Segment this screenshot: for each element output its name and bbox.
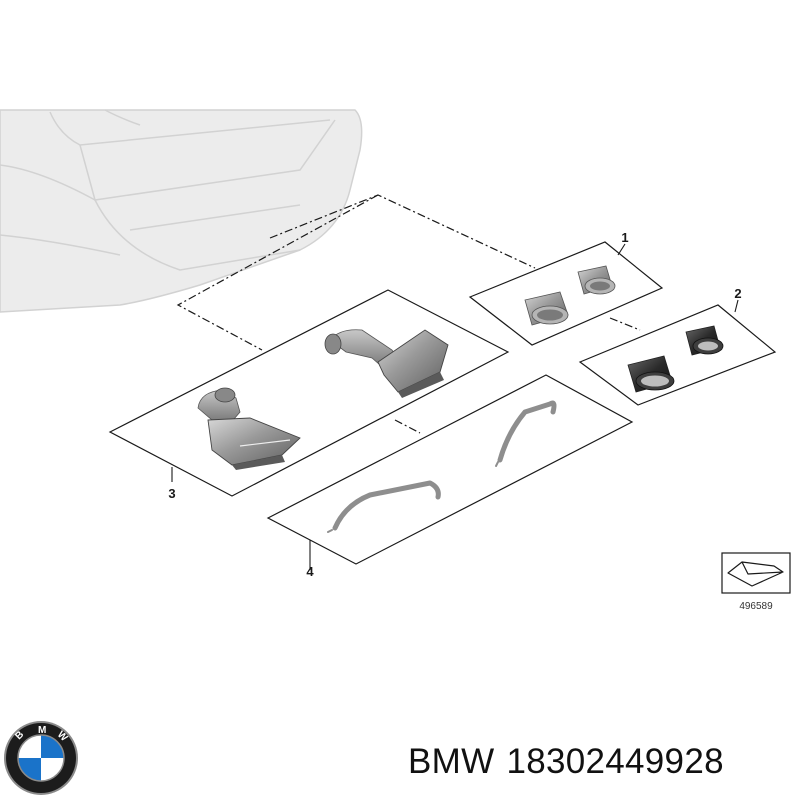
chrome-tailpipe-tip-2 [577, 265, 616, 295]
brand-name: BMW [408, 742, 495, 781]
mounting-bracket-upper [495, 400, 557, 467]
callout-1: 1 [621, 230, 628, 245]
callout-2: 2 [734, 286, 741, 301]
part-caption: BMW 18302449928 [408, 740, 724, 784]
part-box-4 [266, 374, 634, 565]
part-box-2 [578, 304, 777, 406]
part-box-3 [108, 289, 510, 497]
reference-symbol-box: 496589 [721, 552, 791, 612]
callout-leader-lines [171, 243, 739, 570]
folded-arrow-icon [727, 561, 784, 587]
part-number: 18302449928 [506, 742, 724, 781]
part-box-1 [468, 241, 664, 346]
bmw-logo: B M W [4, 721, 78, 795]
callout-3: 3 [168, 486, 175, 501]
black-tailpipe-tip-1 [627, 355, 675, 393]
mounting-bracket-lower [327, 480, 441, 533]
exhaust-tip-assembly-lower [197, 387, 301, 470]
black-tailpipe-tip-2 [685, 325, 724, 356]
svg-text:M: M [38, 725, 46, 736]
callout-4: 4 [306, 564, 314, 579]
reference-number: 496589 [739, 601, 773, 612]
chrome-tailpipe-tip-1 [524, 291, 569, 326]
vehicle-rear-illustration [0, 109, 363, 313]
exhaust-tip-assembly-upper [324, 329, 449, 398]
assembly-guide-lines [176, 194, 641, 434]
